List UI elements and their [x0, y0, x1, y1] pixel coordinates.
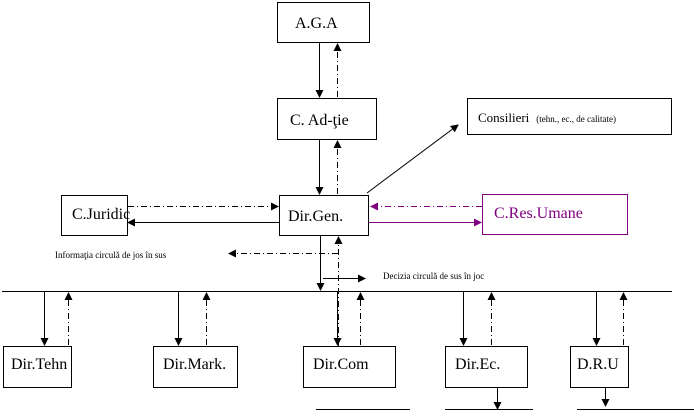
- node-dir-ec-label: Dir.Ec.: [455, 356, 500, 373]
- node-c-res-umane-label: C.Res.Umane: [494, 205, 583, 222]
- decision-flow-label: Decizia circulă de sus în joc: [383, 271, 484, 281]
- node-aga: A.G.A: [277, 2, 370, 43]
- node-dru: D.R.U: [570, 346, 629, 388]
- arrow-dirgen-to-consilieri: [366, 124, 459, 194]
- node-dir-ec: Dir.Ec.: [445, 346, 528, 388]
- node-consilieri-label: Consilieri (tehn., ec., de calitate): [478, 109, 616, 126]
- node-dir-mark-label: Dir.Mark.: [163, 356, 226, 373]
- node-consilieri: Consilieri (tehn., ec., de calitate): [467, 98, 672, 135]
- node-dir-tehn: Dir.Tehn: [3, 346, 72, 388]
- bottom-arrows: [40, 292, 628, 346]
- node-dir-gen-label: Dir.Gen.: [288, 208, 343, 225]
- node-dir-gen: Dir.Gen.: [279, 195, 369, 236]
- node-c-juridic: C.Juridic: [61, 195, 130, 236]
- node-dir-com-label: Dir.Com: [313, 356, 369, 373]
- node-aga-label: A.G.A: [295, 15, 338, 32]
- node-dru-label: D.R.U: [577, 356, 619, 373]
- node-c-adtie-label: C. Ad-ţie: [290, 112, 349, 129]
- node-c-adtie: C. Ad-ţie: [277, 98, 377, 140]
- node-dir-com: Dir.Com: [303, 346, 396, 388]
- node-c-res-umane: C.Res.Umane: [482, 194, 628, 235]
- info-flow-label: Informaţia circulă de jos în sus: [55, 250, 167, 260]
- node-dir-mark: Dir.Mark.: [153, 346, 238, 388]
- node-c-juridic-label: C.Juridic: [72, 206, 130, 223]
- node-dir-tehn-label: Dir.Tehn: [11, 356, 67, 373]
